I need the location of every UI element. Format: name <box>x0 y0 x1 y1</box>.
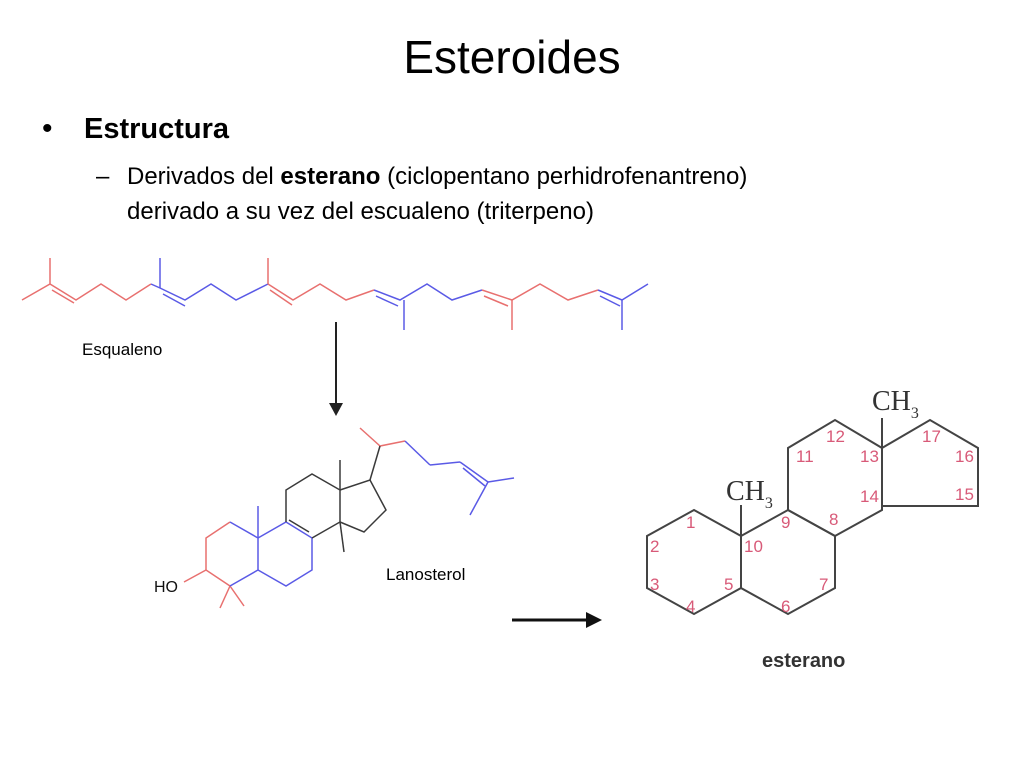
sub-bullet-marker: – <box>96 163 110 190</box>
squalene-blue-segment-2 <box>373 283 483 330</box>
ring-number-14: 14 <box>860 487 879 506</box>
sub-bullet-line-1: Derivados del esterano (ciclopentano per… <box>127 163 747 191</box>
hydroxyl-label: HO <box>154 579 178 596</box>
ring-number-10: 10 <box>744 537 763 556</box>
sub-line-1-bold: esterano <box>280 163 381 190</box>
squalene-red-segment-2 <box>267 258 375 306</box>
ring-number-6: 6 <box>781 597 790 616</box>
ring-number-16: 16 <box>955 447 974 466</box>
bullet-marker: • <box>42 112 53 145</box>
ring-number-1: 1 <box>686 513 695 532</box>
squalene-structure <box>21 258 649 330</box>
ring-number-3: 3 <box>650 575 659 594</box>
lanosterol-ring-a-left <box>205 427 406 609</box>
methyl-top-label: CH3 <box>872 386 919 422</box>
ring-number-15: 15 <box>955 485 974 504</box>
squalene-red-segment-1 <box>21 258 152 304</box>
esterano-structure <box>646 418 979 616</box>
esterano-label: esterano <box>762 650 846 672</box>
sub-line-1-post: (ciclopentano perhidrofenantreno) <box>380 163 748 190</box>
arrow-right-icon <box>512 612 602 628</box>
ring-number-11: 11 <box>796 447 814 466</box>
squalene-blue-segment-3 <box>597 283 649 330</box>
ring-numbers: 1 2 3 4 5 6 7 8 9 10 11 12 13 14 15 16 1… <box>650 427 974 616</box>
lanosterol-rings-cd <box>285 445 387 553</box>
sub-line-1-pre: Derivados del <box>127 163 281 190</box>
ring-number-17: 17 <box>922 427 941 446</box>
squalene-red-segment-3 <box>481 283 599 330</box>
ring-number-12: 12 <box>826 427 845 446</box>
ring-number-5: 5 <box>724 575 733 594</box>
methyl-mid-label: CH3 <box>726 476 773 512</box>
ring-number-13: 13 <box>860 447 879 466</box>
lanosterol-label: Lanosterol <box>386 565 466 584</box>
ring-number-9: 9 <box>781 513 790 532</box>
bullet-heading: Estructura <box>84 113 230 145</box>
arrow-down-icon <box>329 322 343 416</box>
ring-number-7: 7 <box>819 575 828 594</box>
methyl-labels: CH3 CH3 <box>726 386 919 512</box>
squalene-label: Esqualeno <box>82 340 163 359</box>
lanosterol-structure: HO <box>154 427 515 609</box>
ring-number-8: 8 <box>829 510 838 529</box>
squalene-blue-segment-1 <box>150 258 269 307</box>
ring-d <box>881 418 979 507</box>
ring-number-2: 2 <box>650 537 659 556</box>
sub-bullet-line-2: derivado a su vez del escualeno (triterp… <box>127 198 594 225</box>
ring-number-4: 4 <box>686 597 695 616</box>
slide-title: Esteroides <box>403 31 621 83</box>
lanosterol-ring-a-right <box>229 440 515 587</box>
